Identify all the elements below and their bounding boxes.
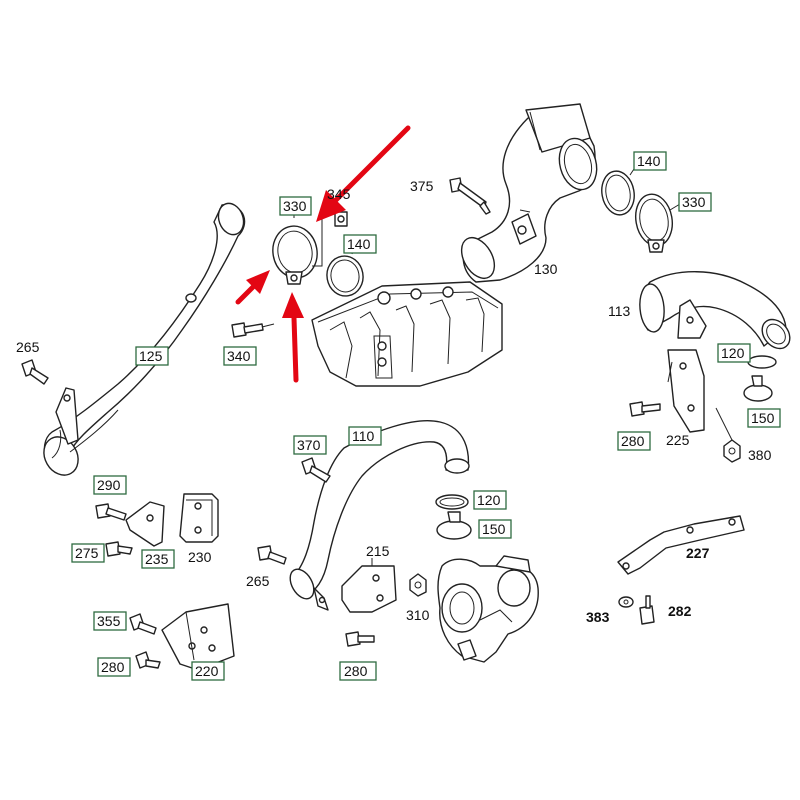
- boxed-label-330-right: 330: [678, 192, 712, 212]
- boxed-label-280-bottom-left: 280: [97, 657, 131, 677]
- label-265-mid: 265: [246, 573, 270, 589]
- clamp-330-top: [272, 210, 323, 285]
- boxed-label-370: 370: [293, 435, 327, 455]
- pipe-125: [43, 202, 246, 476]
- bolt-282: [639, 595, 655, 625]
- clamp-150-right: [743, 375, 773, 402]
- svg-text:150: 150: [751, 410, 775, 426]
- label-383: 383: [586, 609, 610, 625]
- svg-text:235: 235: [145, 551, 169, 567]
- oring-140-top: [326, 247, 364, 297]
- boxed-label-280-bottom-mid: 280: [339, 661, 377, 681]
- clamp-330-right: [635, 193, 681, 253]
- oring-120-mid: [435, 494, 469, 510]
- svg-text:110: 110: [352, 428, 375, 444]
- highlight-arrow-up: [282, 292, 304, 383]
- bolt-275: [105, 541, 133, 557]
- boxed-label-280-right: 280: [617, 431, 651, 451]
- bolt-280-bottom-mid: [345, 631, 375, 647]
- bracket-227: [617, 515, 745, 575]
- boxed-label-150-right: 150: [747, 408, 781, 428]
- label-282: 282: [668, 603, 692, 619]
- bolt-355: [129, 613, 157, 635]
- boxed-label-125: 125: [135, 346, 169, 366]
- svg-text:125: 125: [139, 348, 163, 364]
- bracket-235: [125, 501, 165, 547]
- svg-text:355: 355: [97, 613, 121, 629]
- bolt-265-left: [21, 359, 49, 385]
- nut-310: [409, 573, 427, 597]
- bolt-280-right: [629, 401, 661, 417]
- svg-text:140: 140: [347, 236, 371, 252]
- svg-text:330: 330: [682, 194, 706, 210]
- bracket-215: [341, 558, 397, 613]
- svg-text:280: 280: [101, 659, 125, 675]
- bracket-220: [161, 603, 235, 671]
- block-230: [179, 493, 219, 543]
- label-225: 225: [666, 432, 690, 448]
- label-380: 380: [748, 447, 772, 463]
- bolt-340: [231, 322, 275, 338]
- svg-text:140: 140: [637, 153, 661, 169]
- intake-manifold: [311, 281, 503, 387]
- pipe-113: [639, 271, 791, 350]
- svg-text:370: 370: [297, 437, 321, 453]
- boxed-label-355: 355: [93, 611, 127, 631]
- label-310: 310: [406, 607, 430, 623]
- label-265-left: 265: [16, 339, 40, 355]
- svg-text:290: 290: [97, 477, 121, 493]
- turbocharger: [437, 555, 539, 663]
- svg-text:280: 280: [344, 663, 368, 679]
- boxed-label-220: 220: [191, 661, 225, 681]
- svg-text:220: 220: [195, 663, 219, 679]
- label-345: 345: [327, 186, 351, 202]
- boxed-label-140-right: 140: [633, 151, 667, 171]
- nut-380: [715, 407, 741, 463]
- label-230: 230: [188, 549, 212, 565]
- svg-text:275: 275: [75, 545, 99, 561]
- label-375: 375: [410, 178, 434, 194]
- svg-text:280: 280: [621, 433, 645, 449]
- svg-text:120: 120: [721, 345, 745, 361]
- bolt-375: [449, 177, 491, 215]
- boxed-label-110: 110: [348, 426, 382, 446]
- svg-text:330: 330: [283, 198, 307, 214]
- washer-383: [618, 596, 634, 608]
- part-345: [334, 211, 348, 227]
- bolt-280-bottom-left: [135, 651, 161, 669]
- oring-140-right: [601, 165, 637, 216]
- boxed-label-120-right: 120: [717, 343, 751, 363]
- bolt-265-mid: [257, 545, 287, 565]
- boxed-label-150-mid: 150: [478, 519, 512, 539]
- svg-text:340: 340: [227, 348, 251, 364]
- pipe-110: [289, 420, 470, 611]
- pipe-130: [460, 103, 598, 283]
- svg-text:120: 120: [477, 492, 501, 508]
- boxed-label-140-top: 140: [343, 234, 377, 254]
- boxed-label-330-top: 330: [279, 196, 312, 216]
- boxed-label-120-mid: 120: [473, 490, 507, 510]
- bracket-225: [667, 349, 705, 433]
- label-113: 113: [608, 303, 631, 319]
- svg-text:150: 150: [482, 521, 506, 537]
- boxed-label-275: 275: [71, 543, 105, 563]
- bolt-290: [95, 503, 127, 521]
- highlight-arrow-left: [235, 270, 270, 305]
- bolt-370: [301, 457, 331, 483]
- label-215: 215: [366, 543, 390, 559]
- boxed-label-235: 235: [141, 549, 175, 569]
- boxed-label-340: 340: [223, 346, 257, 366]
- label-227: 227: [686, 545, 710, 561]
- clamp-150-mid: [436, 511, 472, 540]
- highlight-arrow-diagonal: [316, 125, 411, 222]
- label-130: 130: [534, 261, 558, 277]
- boxed-label-290: 290: [93, 475, 127, 495]
